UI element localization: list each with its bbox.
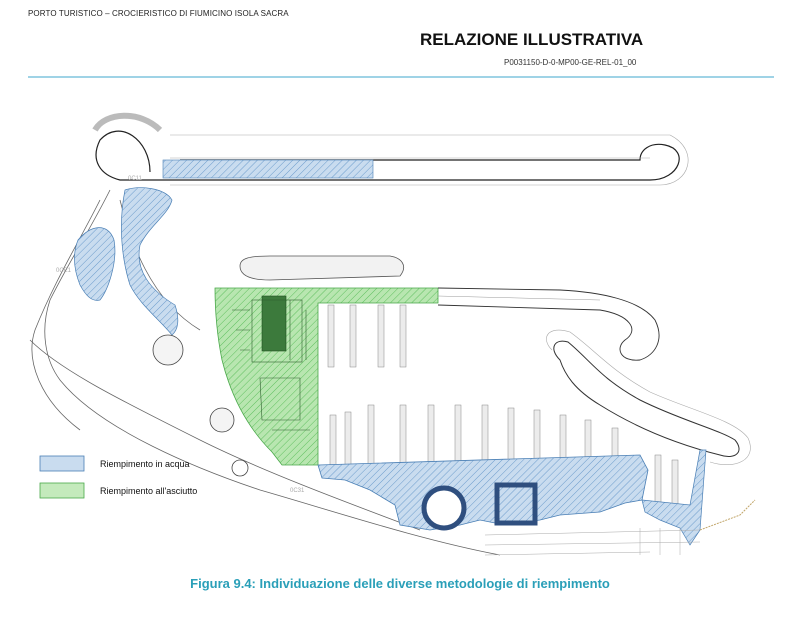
dry-zone-building [261,295,287,352]
legend-label-dry: Riempimento all'asciutto [100,486,197,496]
fill-west-channel [121,187,179,336]
legend-swatch-dry [39,482,85,499]
round-basin [421,485,467,531]
roundabout [231,459,249,477]
tank-1 [152,334,184,366]
fill-south-quay [317,454,649,531]
east-jetty [699,499,756,531]
figure-caption-text: Individuazione delle diverse metodologie… [259,576,610,591]
figure-number: Figura 9.4: [190,576,256,591]
port-plan-figure: 0C11 0CE1 0C31 Riempimento in acqua Riem… [29,112,756,556]
legend: Riempimento in acqua Riempimento all'asc… [39,455,197,499]
parking-area [484,528,701,556]
header-project: PORTO TURISTICO – CROCIERISTICO DI FIUMI… [28,9,289,18]
legend-swatch-water [39,455,85,472]
legend-label-water: Riempimento in acqua [100,459,190,469]
figure-caption: Figura 9.4: Individuazione delle diverse… [0,576,800,591]
zone-label-2: 0CE1 [56,268,72,274]
fill-west-basin [74,227,116,301]
document-title: RELAZIONE ILLUSTRATIVA [420,30,644,49]
tank-2 [209,407,235,433]
central-pier [437,287,660,361]
fill-strip-north [162,159,374,179]
north-breakwater [92,112,689,186]
square-basin [494,482,538,526]
fill-east-channel [641,449,707,546]
cruise-ship [239,255,404,281]
zone-label-3: 0C31 [290,488,305,494]
zone-label-1: 0C11 [128,176,143,182]
pontoons-upper [327,304,407,368]
dry-zone-details [232,299,310,431]
pontoons-lower [329,404,679,514]
document-code: P0031150-D-0-MP00-GE-REL-01_00 [504,58,637,67]
south-breakwater [546,329,751,466]
header-divider [28,76,774,78]
